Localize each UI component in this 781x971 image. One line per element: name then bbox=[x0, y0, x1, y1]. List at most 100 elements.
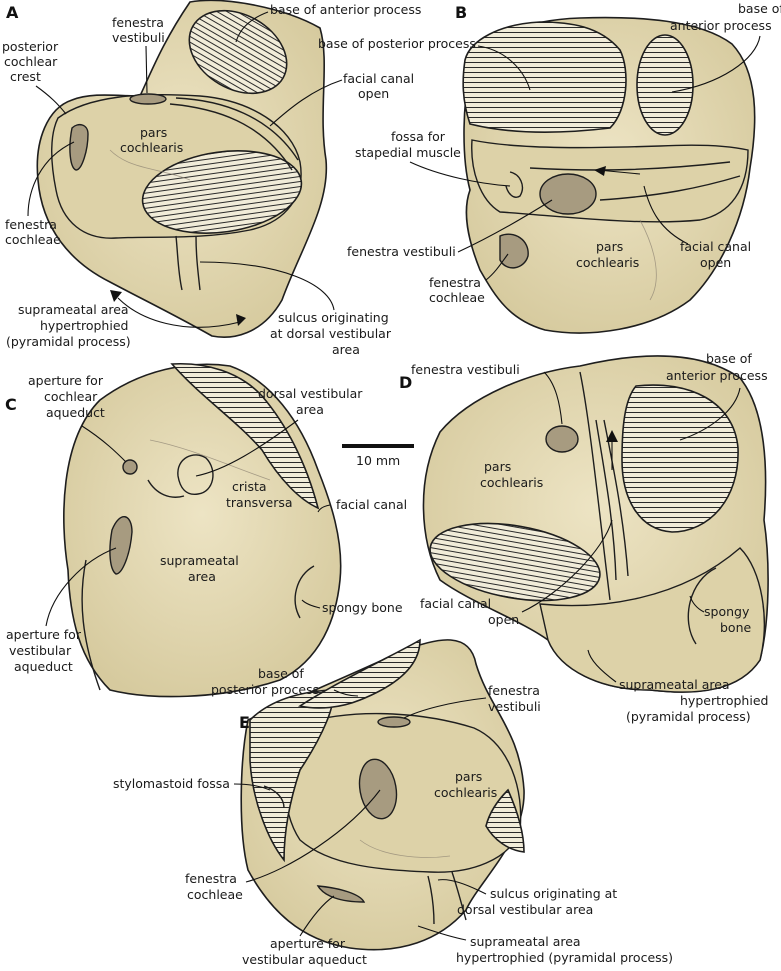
panel-e-label-suprameatal-area: suprameatal area hypertrophied (pyramida… bbox=[456, 934, 673, 965]
panel-e-lead-sulcus bbox=[437, 879, 487, 895]
panel-a-facial-canal-groove-2 bbox=[175, 97, 299, 161]
panel-c-label-crista-transversa: crista transversa bbox=[226, 479, 293, 510]
panel-d-base-anterior-process-hatch bbox=[621, 384, 739, 533]
panel-d-label-suprameatal-area: suprameatal area hypertrophied (pyramida… bbox=[619, 677, 772, 724]
panel-c-label-dorsal-vestibular: dorsal vestibular area bbox=[258, 386, 366, 417]
panel-b-base-posterior-process-hatch bbox=[462, 21, 627, 133]
panel-d-lower-surface bbox=[539, 547, 765, 693]
panel-b-fenestra-cochleae bbox=[499, 233, 529, 269]
scale-bar-line bbox=[342, 444, 414, 448]
panel-c-crack bbox=[149, 439, 271, 481]
panel-a-fenestra-vestibuli bbox=[129, 93, 167, 105]
panel-b-label-pars-cochlearis: pars cochlearis bbox=[576, 239, 639, 270]
panel-d-arrowhead-up bbox=[606, 430, 618, 442]
panel-d-letter: D bbox=[399, 373, 412, 392]
panel-c-left-rim bbox=[81, 559, 101, 691]
panel-d-label-spongy-bone: spongy bone bbox=[704, 604, 753, 635]
panel-d-label-facial-canal-open: facial canal open bbox=[420, 596, 519, 627]
panel-e-sulcus-line-2 bbox=[451, 871, 467, 921]
panel-a-lead-base-anterior-process bbox=[235, 11, 269, 43]
panel-d-lead-base-anterior-process bbox=[679, 387, 741, 441]
panel-a-label-base-anterior-process: base of anterior process bbox=[270, 2, 421, 17]
panel-b-lead-facial-canal-open bbox=[643, 185, 689, 245]
panel-e-top-hatch bbox=[297, 638, 421, 709]
panel-b-label-fenestra-cochleae: fenestra cochleae bbox=[429, 275, 485, 305]
panel-e-lead-aperture-vestibular bbox=[299, 895, 335, 937]
panel-d-label-fenestra-vestibuli: fenestra vestibuli bbox=[411, 362, 520, 377]
panel-b-lower-surface bbox=[471, 139, 749, 223]
panel-c-lead-dorsal-vestibular bbox=[195, 419, 299, 477]
panel-a-arrowhead-right bbox=[236, 314, 246, 326]
panel-a-label-sulcus: sulcus originating at dorsal vestibular … bbox=[270, 310, 395, 357]
panel-e-right-hatch bbox=[485, 788, 525, 853]
panel-b-lead-fenestra-cochleae bbox=[485, 253, 509, 281]
panel-c-aperture-vestibular bbox=[109, 516, 133, 575]
panel-e-label-sulcus: sulcus originating at dorsal vestibular … bbox=[457, 886, 621, 917]
panel-d-label-pars-cochlearis: pars cochlearis bbox=[480, 459, 543, 490]
panel-d-facial-line bbox=[595, 419, 617, 581]
panel-b-facial-canal-line-2 bbox=[599, 175, 741, 201]
panel-a-lead-fenestra-vestibuli bbox=[145, 45, 148, 94]
panel-a-arrowhead-up bbox=[110, 290, 122, 302]
panel-b-fossa-stapedial bbox=[505, 171, 524, 198]
panel-a-label-fenestra-cochleae: fenestra cochleae bbox=[5, 217, 61, 247]
panel-e-label-stylomastoid-fossa: stylomastoid fossa bbox=[113, 776, 230, 791]
panel-e-label-aperture-vestibular: aperture for vestibular aqueduct bbox=[242, 936, 367, 967]
panel-c-label-suprameatal-area: suprameatal area bbox=[160, 553, 243, 584]
panel-e-lead-fenestra-vestibuli bbox=[403, 697, 487, 719]
scale-bar-label: 10 mm bbox=[356, 453, 400, 468]
panel-b-label-fenestra-vestibuli: fenestra vestibuli bbox=[347, 244, 456, 259]
panel-a-label-suprameatal-area: suprameatal area hypertrophied (pyramida… bbox=[6, 302, 133, 349]
panel-d-lead-suprameatal-area bbox=[587, 649, 617, 683]
panel-b-label-base-anterior-process: base of anterior process bbox=[670, 1, 781, 33]
panel-d-fenestra-vestibuli bbox=[545, 425, 579, 453]
panel-e-base-posterior-process-hatch bbox=[249, 689, 334, 863]
panel-e-lead-suprameatal-area bbox=[417, 925, 467, 941]
panel-d-lead-facial-canal-open bbox=[521, 519, 613, 613]
panel-a-label-pars-cochlearis: pars cochlearis bbox=[120, 125, 183, 155]
panel-b-crack bbox=[639, 219, 657, 301]
panel-a-facial-canal-groove bbox=[169, 103, 293, 171]
panel-b-lead-base-anterior-process bbox=[671, 35, 761, 93]
panel-e: E base of posterior process fenestra ves… bbox=[113, 638, 673, 967]
panel-e-letter: E bbox=[239, 713, 250, 732]
panel-e-lead-base-posterior-process bbox=[333, 689, 359, 697]
panel-e-label-base-posterior-process: base of posterior process bbox=[211, 666, 319, 697]
panel-b-facial-canal-line bbox=[529, 161, 731, 171]
panel-c-label-spongy-bone: spongy bone bbox=[322, 600, 403, 615]
panel-a-lead-sulcus bbox=[199, 261, 335, 311]
panel-c-lead-spongy-bone bbox=[301, 599, 321, 609]
panel-e-label-fenestra-vestibuli: fenestra vestibuli bbox=[488, 683, 544, 714]
panel-a-label-posterior-cochlear-crest: posterior cochlear crest bbox=[2, 39, 62, 84]
panel-e-pars-cochlearis bbox=[284, 712, 522, 873]
panel-a-base-anterior-process-hatch bbox=[188, 9, 288, 95]
panel-a-arrow-suprameatal bbox=[117, 297, 241, 328]
panel-b-base-anterior-process-hatch bbox=[636, 34, 694, 136]
panel-c-crest-line bbox=[147, 479, 185, 498]
panel-a-crack bbox=[109, 149, 191, 181]
panel-e-aperture-vestibular bbox=[316, 885, 366, 903]
panel-c-label-facial-canal: facial canal bbox=[336, 497, 407, 512]
panel-c-lead-aperture-vestibular bbox=[45, 547, 117, 627]
panel-b-lead-fossa-stapedial bbox=[409, 161, 511, 187]
panel-b-lead-base-posterior-process bbox=[477, 45, 531, 91]
panel-e-crack bbox=[359, 839, 451, 858]
panel-a-sulcus-line bbox=[175, 235, 183, 291]
panel-c: C aperture for cochlear aqueduct dorsal … bbox=[5, 362, 407, 698]
panel-e-label-pars-cochlearis: pars cochlearis bbox=[434, 769, 497, 800]
panel-a-pars-cochlearis-hatch bbox=[141, 150, 303, 234]
panel-d: D fenestra vestibuli base of anterior pr… bbox=[399, 351, 772, 724]
panel-d-lead-spongy-bone bbox=[689, 595, 705, 613]
panel-a-sulcus-line-2 bbox=[195, 235, 201, 291]
panel-d-facial-line-2 bbox=[603, 419, 629, 577]
panel-c-lead-aperture-cochlear bbox=[81, 425, 127, 463]
panel-c-letter: C bbox=[5, 395, 17, 414]
panel-c-dorsal-vestibular-ring bbox=[177, 454, 214, 495]
panel-d-spongy bbox=[687, 567, 717, 645]
panel-e-fenestra-vestibuli bbox=[377, 716, 411, 728]
panel-b-fenestra-vestibuli bbox=[539, 173, 597, 215]
panel-b-label-fossa-stapedial: fossa for stapedial muscle bbox=[355, 129, 461, 160]
panel-a-label-fenestra-vestibuli: fenestra vestibuli bbox=[112, 15, 168, 45]
panel-a: A fenestra vestibuli posterior cochlear … bbox=[2, 0, 421, 357]
